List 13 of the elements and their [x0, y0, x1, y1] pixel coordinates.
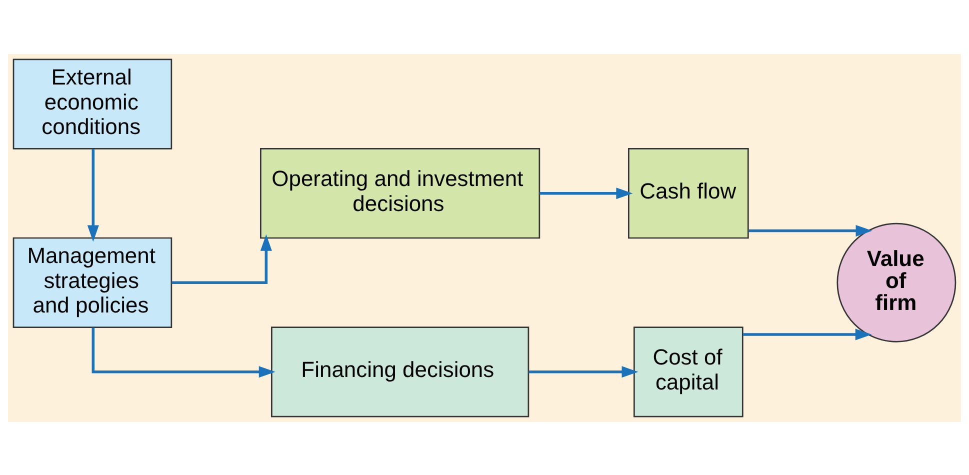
- node-box: Management strategies and policies: [12, 236, 172, 328]
- node-box: Operating and investment decisions: [260, 148, 540, 238]
- node-box: Cost of capital: [633, 326, 744, 417]
- arrow: [528, 366, 638, 378]
- node-box: Cash flow: [628, 148, 749, 238]
- arrow: [540, 187, 633, 199]
- node-box: External economic conditions: [12, 58, 172, 149]
- arrow: [87, 148, 99, 242]
- arrow: [748, 224, 872, 236]
- arrow: [92, 327, 276, 378]
- arrow: [743, 328, 872, 340]
- node-box: Financing decisions: [270, 326, 530, 417]
- arrow: [172, 234, 272, 284]
